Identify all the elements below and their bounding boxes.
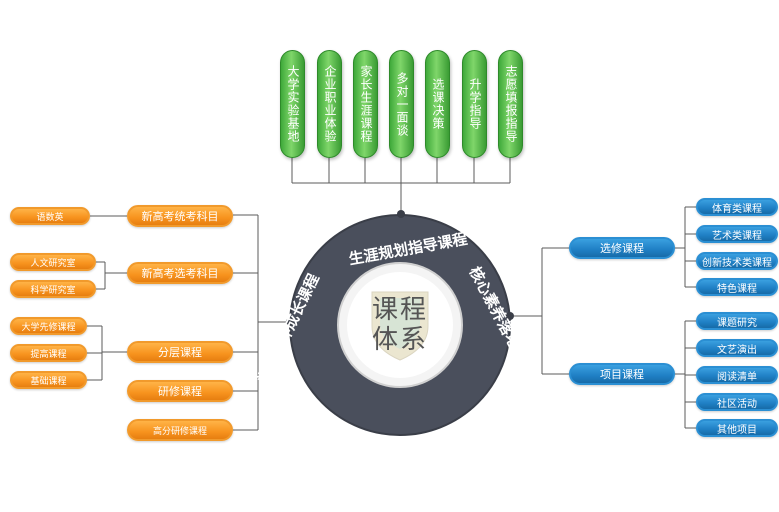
top-node-course-decision: 选课决策 [425,50,450,158]
emblem-watermark [371,291,429,361]
center-title-line2: 体系 [371,325,428,355]
left-sub-science-lab: 科学研究室 [10,280,96,298]
top-node-application-guide: 志愿填报指导 [498,50,523,158]
right-node-project-course: 项目课程 [569,363,675,385]
right-sub-innovation: 创新技术类课程 [696,252,778,270]
left-node-advanced-research: 高分研修课程 [127,419,233,441]
top-node-university-lab: 大学实验基地 [280,50,305,158]
right-sub-arts: 艺术类课程 [696,225,778,243]
center-title-line1: 课程 [371,295,428,325]
top-node-admission-guide: 升学指导 [462,50,487,158]
top-node-interview: 多对一面谈 [389,50,414,158]
right-sub-topic-research: 课题研究 [696,312,778,330]
right-sub-featured: 特色课程 [696,278,778,296]
left-node-unified-exam: 新高考统考科目 [127,205,233,227]
right-sub-sports: 体育类课程 [696,198,778,216]
top-node-enterprise-experience: 企业职业体验 [317,50,342,158]
left-node-research-course: 研修课程 [127,380,233,402]
left-node-tiered-course: 分层课程 [127,341,233,363]
left-sub-chinese-math-english: 语数英 [10,207,90,225]
left-sub-advanced-course: 提高课程 [10,344,87,362]
left-node-elective-exam: 新高考选考科目 [127,262,233,284]
left-sub-university-prep: 大学先修课程 [10,317,87,335]
right-node-elective-course: 选修课程 [569,237,675,259]
right-sub-community: 社区活动 [696,393,778,411]
left-sub-humanities-lab: 人文研究室 [10,253,96,271]
right-sub-performance: 文艺演出 [696,339,778,357]
center-title: 课程 体系 [347,272,453,378]
right-sub-reading-list: 阅读清单 [696,366,778,384]
top-node-parent-career: 家长生涯课程 [353,50,378,158]
left-sub-basic-course: 基础课程 [10,371,87,389]
right-sub-other: 其他项目 [696,419,778,437]
